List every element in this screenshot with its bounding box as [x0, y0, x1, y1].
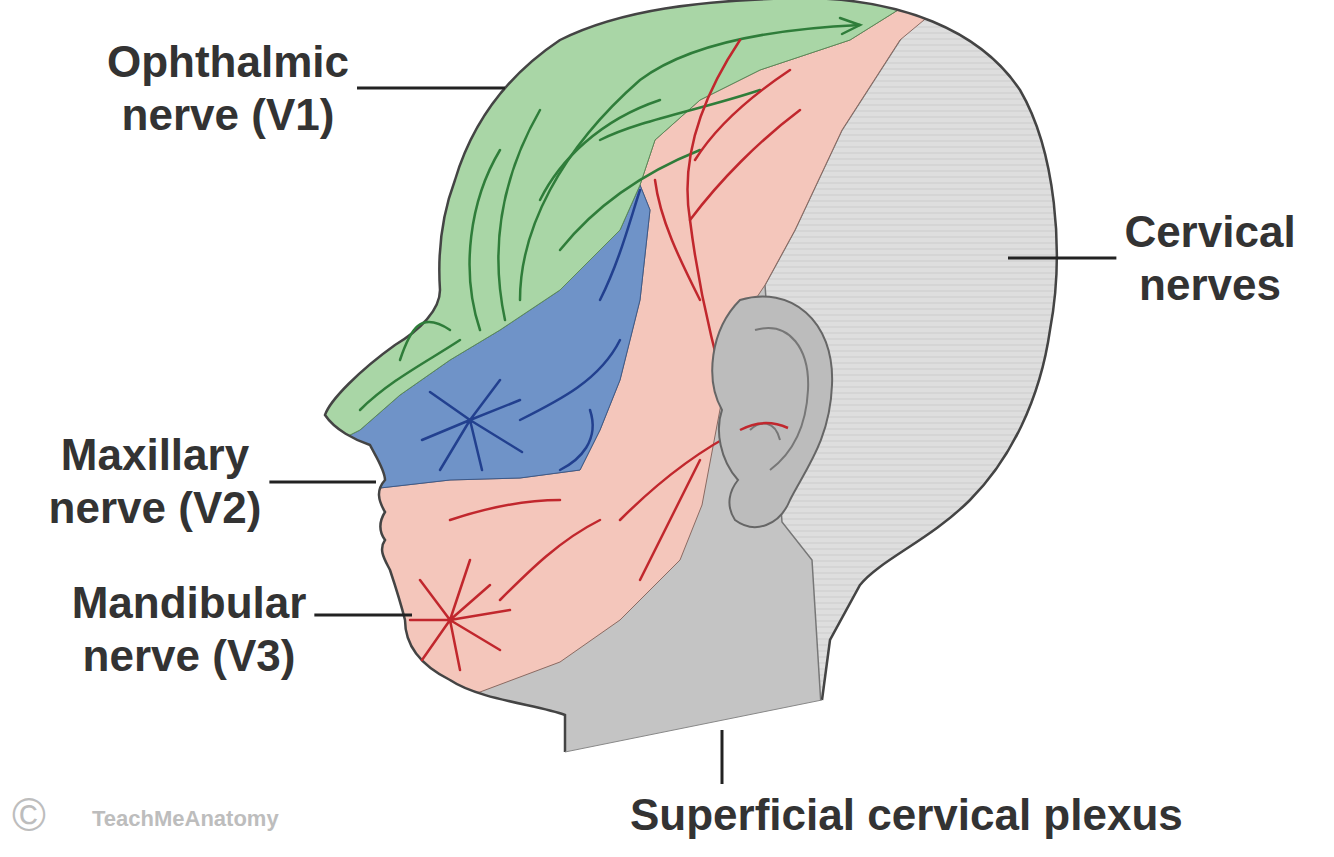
nerve-branch	[560, 410, 593, 470]
nerve-label: Mandibular nerve (V3)	[72, 578, 307, 680]
nerve-branch	[500, 520, 600, 600]
nerve-branch	[690, 110, 800, 220]
ear-fold	[755, 328, 808, 470]
nerve-branch	[640, 460, 700, 580]
nerve-label-box: Mandibular nerve (V3)	[39, 577, 339, 683]
head-outline	[325, 0, 1057, 752]
ear	[712, 297, 832, 527]
leader-line	[721, 730, 724, 784]
nerve-branch	[450, 500, 560, 520]
nerve-branch	[520, 340, 620, 420]
nerve-branch	[740, 423, 788, 430]
neck-base	[565, 700, 822, 752]
copyright-mark-box: ©	[12, 788, 82, 843]
nerve-label: Cervical nerves	[1124, 207, 1295, 309]
nerve-branch	[600, 190, 640, 300]
nerve-branch	[422, 380, 522, 470]
nerve-branch	[560, 150, 700, 250]
leader-line	[269, 481, 376, 484]
nerve-branch	[498, 110, 540, 320]
leader-line	[357, 87, 505, 90]
nerve-branch	[655, 180, 700, 300]
nerve-branch	[540, 100, 660, 200]
nerve-label-box: Maxillary nerve (V2)	[5, 429, 305, 535]
nerve-branch	[410, 560, 510, 670]
nerve-branch	[600, 90, 760, 140]
ear-fold	[750, 423, 780, 440]
nerve-branch	[470, 150, 500, 330]
watermark: TeachMeAnatomy	[92, 806, 279, 831]
nerve-branch	[695, 70, 790, 160]
nerve-branch	[400, 322, 450, 360]
nerve-label-box: Cervical nerves	[1105, 206, 1315, 312]
leader-line	[1008, 257, 1116, 260]
nerve-label: Superficial cervical plexus	[630, 790, 1183, 839]
copyright-mark: ©	[12, 789, 46, 841]
nerve-label: Maxillary nerve (V2)	[49, 430, 262, 532]
leader-line	[314, 614, 412, 617]
nerve-label-box: Superficial cervical plexus	[630, 789, 1320, 842]
watermark-box: TeachMeAnatomy	[92, 806, 392, 832]
nerve-branch	[840, 18, 860, 34]
nerve-branch	[360, 340, 460, 410]
nerve-label: Ophthalmic nerve (V1)	[107, 37, 349, 139]
nerve-label-box: Ophthalmic nerve (V1)	[78, 36, 378, 142]
maxillary-branches	[422, 190, 640, 470]
ophthalmic-region	[300, 0, 930, 440]
